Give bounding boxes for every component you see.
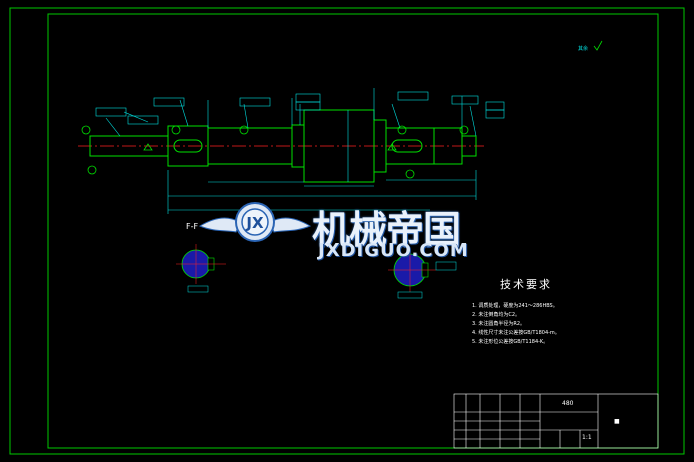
list-item: 4. 线性尺寸未注公差按GB/T1804-m。 [472,330,560,336]
section-view-right [388,248,457,299]
list-item: 2. 未注倒角均为C2。 [472,312,521,318]
list-item: 1. 调质处理，硬度为241～286HBS。 [472,303,558,309]
title-block-mark: ■ [614,418,620,425]
shaft-main-view [78,109,484,183]
svg-text:其余: 其余 [578,45,588,52]
title-block [453,393,659,449]
watermark-logo-letters: JX [245,214,264,232]
tolerance-frames [95,91,505,125]
title-block-scale: 1:1 [582,434,592,441]
datum-markers [81,125,469,179]
list-item: 5. 未注形位公差按GB/T1184-K。 [472,339,549,345]
watermark-logo-icon: JX [198,202,312,242]
watermark-url: JXDIGUO.COM [318,240,469,261]
roughness-icon: 其余 [578,40,603,52]
tech-requirements-list: 1. 调质处理，硬度为241～286HBS。 2. 未注倒角均为C2。 3. 未… [472,302,560,347]
list-item: 3. 未注圆角半径为R2。 [472,321,526,327]
dimension-lines [105,88,477,214]
tech-requirements-title: 技术要求 [500,278,552,291]
title-block-part: 480 [562,400,574,407]
section-view-left [176,244,226,293]
outer-frame [9,7,685,455]
section-label: F-F [186,222,199,231]
watermark-title: 机械帝国 [312,208,461,252]
inner-frame [47,13,659,449]
